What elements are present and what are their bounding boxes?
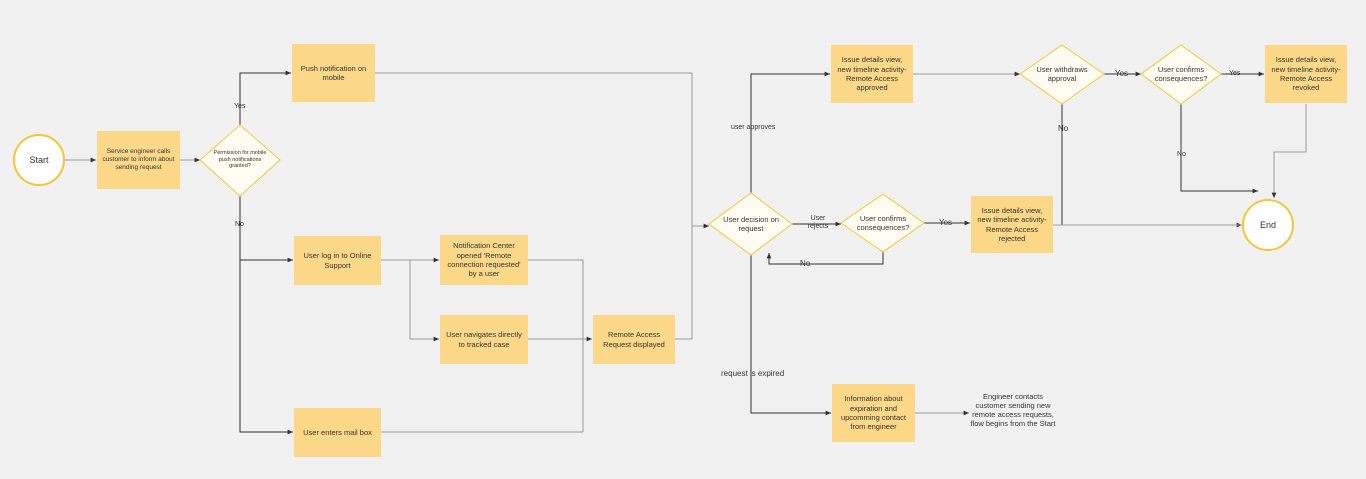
edge-permission-mailbox <box>239 196 293 435</box>
edge-label-no-online: No <box>235 221 244 228</box>
edge-decision-expiry <box>750 255 831 416</box>
confirm-mid-diamond <box>840 193 925 253</box>
push-notification-box: Push notification on mobile <box>292 44 375 102</box>
end-node <box>1242 199 1294 251</box>
permission-label: Permission for mobile push notifications… <box>213 150 267 170</box>
connector-lines <box>64 70 1307 435</box>
edge-notif-remote <box>528 259 584 432</box>
rejected-box: Issue details view, new timeline activit… <box>971 196 1053 253</box>
edge-label-no-back: No <box>800 259 811 268</box>
edge-label-no-withdraw: No <box>1058 124 1069 133</box>
withdraw-diamond <box>1019 44 1105 105</box>
edge-label-user-approves: user approves <box>731 124 776 131</box>
edge-label-no-confirm: No <box>1177 151 1186 158</box>
edge-revoked-end <box>1271 104 1307 198</box>
remote-displayed-box: Remote Access Request displayed <box>593 315 675 364</box>
edge-confirmtop-end <box>1180 104 1258 194</box>
edge-label-yes-revoke: Yes <box>1229 70 1241 77</box>
edge-push-decision <box>375 72 693 340</box>
start-node <box>13 134 65 186</box>
edge-label-user-rejects: User rejects <box>807 215 829 231</box>
confirm-mid-label: User confirms consequences? <box>856 214 910 232</box>
end-label: End <box>1259 219 1276 230</box>
edge-label-yes-withdraw: Yes <box>1115 69 1129 78</box>
decision-label: User decision on request <box>723 215 779 233</box>
edge-login-navigates <box>409 260 439 342</box>
decision-diamond <box>708 192 793 256</box>
start-label: Start <box>29 154 49 165</box>
engineer-contacts-text: Engineer contacts customer sending new r… <box>970 392 1056 428</box>
confirm-top-label: User confirms consequences? <box>1154 65 1208 83</box>
edge-withdraw-end <box>1061 104 1242 228</box>
service-call-box: Service engineer calls customer to infor… <box>97 131 180 189</box>
withdraw-label: User withdraws approval <box>1036 65 1088 83</box>
mailbox-box: User enters mail box <box>294 408 381 457</box>
notification-center-box: Notification Center opened 'Remote conne… <box>440 235 528 285</box>
permission-diamond <box>199 124 281 197</box>
edge-confirm-back <box>766 252 884 265</box>
confirm-top-diamond <box>1140 44 1222 105</box>
edge-label-yes-push: Yes <box>234 103 246 110</box>
edge-label-yes-rejected: Yes <box>939 218 953 227</box>
expiry-info-box: Information about expiration and upcommi… <box>832 384 915 442</box>
node-shapes <box>13 44 1294 256</box>
navigates-box: User navigates directly to tracked case <box>440 315 528 364</box>
edge-label-request-expired: request is expired <box>721 369 785 378</box>
approved-box: Issue details view, new timeline activit… <box>831 45 913 103</box>
edge-permission-push <box>239 70 291 125</box>
login-box: User log in to Online Support <box>294 236 381 285</box>
edge-decision-approved <box>750 71 830 193</box>
revoked-box: Issue details view, new timeline activit… <box>1265 45 1347 103</box>
